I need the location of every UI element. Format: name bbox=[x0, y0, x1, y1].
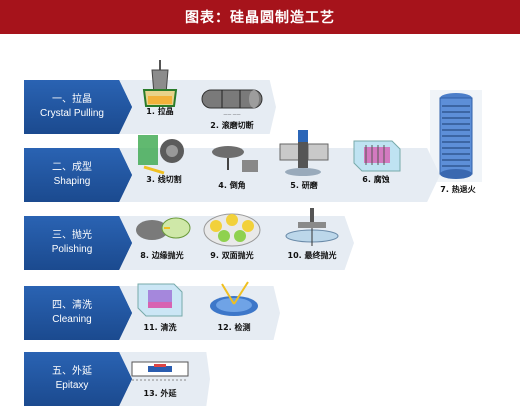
step-crystal-pulling: 1. 拉晶 bbox=[124, 60, 196, 117]
step-double-side-polish: 9. 双面抛光 bbox=[196, 206, 268, 261]
svg-text:—— ——: —— —— bbox=[223, 112, 240, 117]
step-inspection: 12. 检测 bbox=[198, 276, 270, 333]
step-label: 4. 倒角 bbox=[218, 181, 246, 190]
step-label: 7. 热退火 bbox=[440, 185, 476, 194]
step-label: 8. 边缘抛光 bbox=[140, 251, 184, 260]
stage-cleaning: 四、清洗 Cleaning bbox=[24, 286, 132, 340]
stage-label-cn: 三、抛光 bbox=[52, 230, 92, 241]
step-ingot-grinding: —— —— 2. 滚磨切断 bbox=[196, 80, 268, 131]
stage-label-en: Shaping bbox=[53, 176, 91, 187]
stage-label-en: Polishing bbox=[51, 244, 93, 255]
step-label: 10. 最终抛光 bbox=[287, 251, 337, 260]
cleaning-tank-icon bbox=[128, 276, 192, 322]
row-band-epitaxy bbox=[118, 352, 210, 406]
stage-label-cn: 五、外延 bbox=[52, 366, 92, 377]
step-edge-polish: 8. 边缘抛光 bbox=[126, 208, 198, 261]
stage-label-en: Cleaning bbox=[52, 314, 92, 325]
step-edge-bevel: 4. 倒角 bbox=[196, 140, 268, 191]
step-label: 3. 线切割 bbox=[146, 175, 182, 184]
step-annealing: 7. 热退火 bbox=[428, 88, 488, 195]
step-label: 5. 研磨 bbox=[290, 181, 318, 190]
stage-label-en: Crystal Pulling bbox=[40, 108, 104, 119]
step-epitaxy: 13. 外延 bbox=[124, 352, 196, 399]
double-side-polish-icon bbox=[200, 206, 264, 250]
step-label: 9. 双面抛光 bbox=[210, 251, 254, 260]
step-label: 6. 腐蚀 bbox=[362, 175, 390, 184]
stage-label-cn: 一、拉晶 bbox=[52, 94, 92, 105]
step-cleaning: 11. 清洗 bbox=[124, 276, 196, 333]
inspection-icon bbox=[202, 276, 266, 322]
figure-title: 图表：硅晶圆制造工艺 bbox=[0, 0, 520, 34]
wire-saw-icon bbox=[132, 134, 196, 175]
stage-label-cn: 二、成型 bbox=[52, 162, 92, 173]
final-polish-icon bbox=[280, 206, 344, 250]
crystal-puller-icon bbox=[128, 60, 192, 107]
etching-tank-icon bbox=[344, 134, 408, 174]
step-label: 1. 拉晶 bbox=[146, 107, 174, 116]
step-label: 11. 清洗 bbox=[143, 323, 177, 332]
lapping-icon bbox=[272, 128, 336, 180]
stage-epitaxy: 五、外延 Epitaxy bbox=[24, 352, 132, 406]
edge-polish-icon bbox=[130, 208, 194, 250]
step-wire-saw: 3. 线切割 bbox=[128, 134, 200, 185]
stage-label-en: Epitaxy bbox=[55, 380, 89, 391]
step-label: 2. 滚磨切断 bbox=[210, 121, 254, 130]
ingot-grinding-icon: —— —— bbox=[200, 80, 264, 120]
step-label: 13. 外延 bbox=[143, 389, 177, 398]
epitaxy-reactor-icon bbox=[128, 352, 192, 388]
step-lapping: 5. 研磨 bbox=[268, 128, 340, 191]
step-final-polish: 10. 最终抛光 bbox=[276, 206, 348, 261]
stage-crystal-pulling: 一、拉晶 Crystal Pulling bbox=[24, 80, 132, 134]
step-label: 12. 检测 bbox=[217, 323, 251, 332]
stage-shaping: 二、成型 Shaping bbox=[24, 148, 132, 202]
annealing-furnace-icon bbox=[428, 88, 484, 184]
stage-polishing: 三、抛光 Polishing bbox=[24, 216, 132, 270]
edge-bevel-icon bbox=[200, 140, 264, 180]
stage-label-cn: 四、清洗 bbox=[52, 300, 92, 311]
step-etching: 6. 腐蚀 bbox=[340, 134, 412, 185]
